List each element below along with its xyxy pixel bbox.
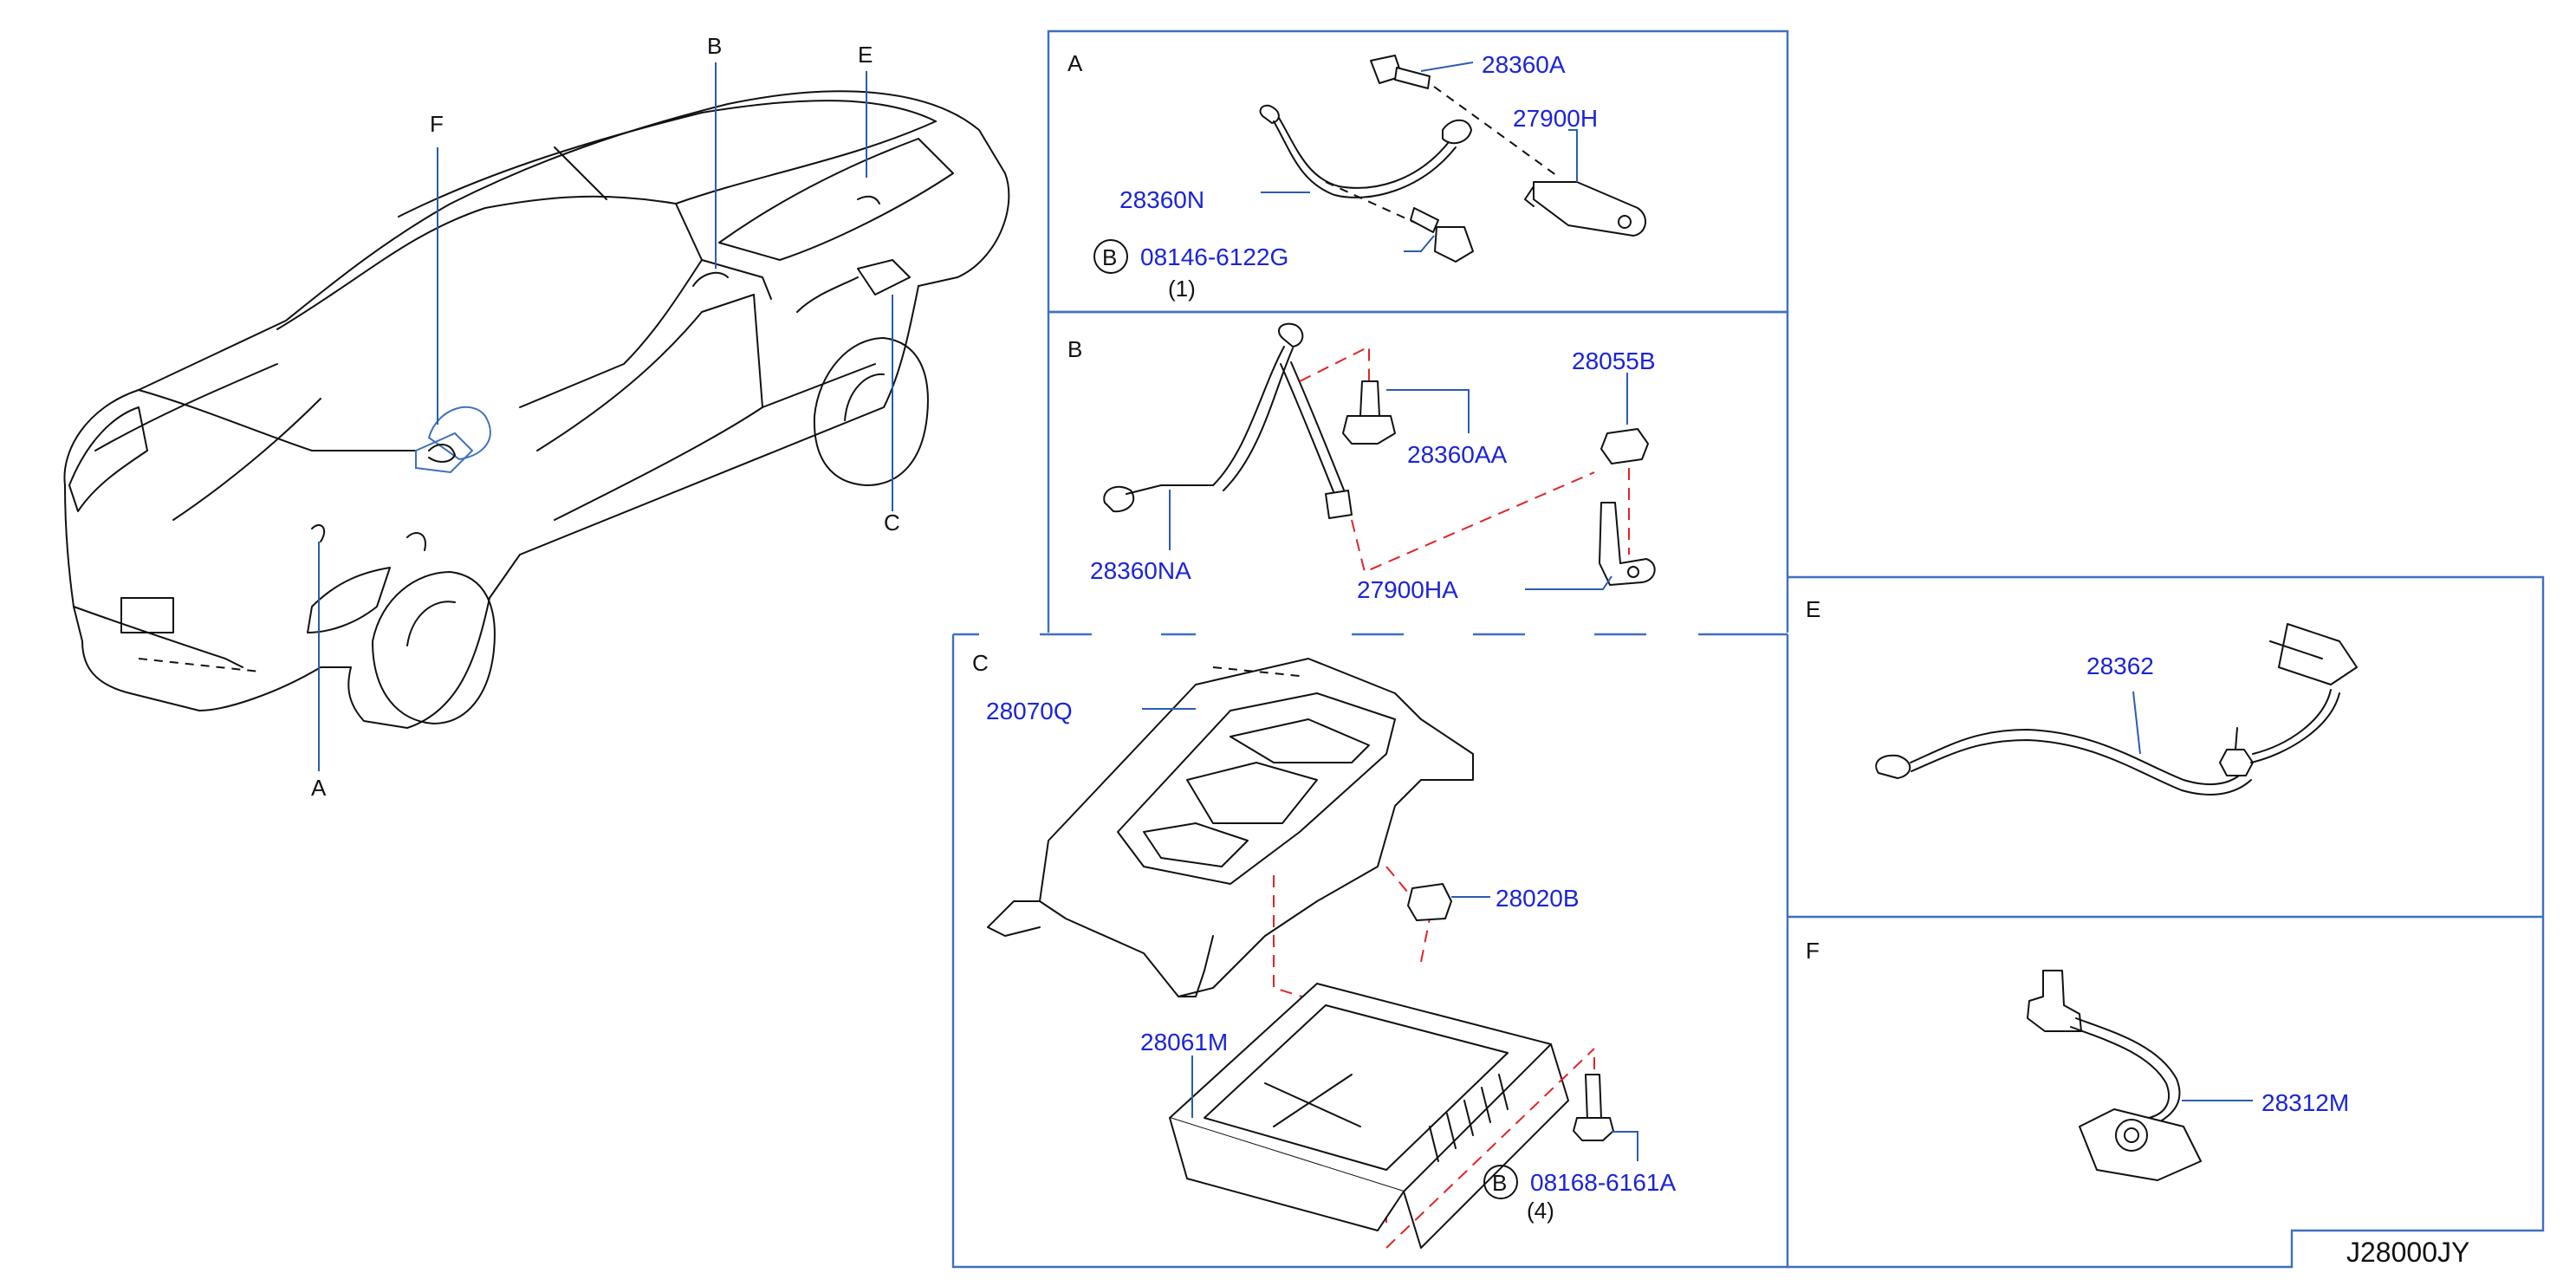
part-08146-6122G: 08146-6122G — [1140, 244, 1288, 270]
part-28312M: 28312M — [2261, 1089, 2349, 1116]
part-28360N: 28360N — [1119, 186, 1204, 213]
bolt-ref-letter-c: B — [1492, 1170, 1507, 1196]
section-e: E 28362 — [1806, 596, 2358, 796]
section-b: B 28360NA 28360AA 28055B 27900HA — [1067, 322, 1656, 603]
part-27900HA: 27900HA — [1357, 576, 1458, 603]
part-28020B: 28020B — [1496, 885, 1580, 912]
qty-section-c: (4) — [1527, 1198, 1554, 1224]
section-frames — [951, 29, 2545, 1269]
section-a-label: A — [1067, 50, 1083, 76]
bolt-ref-badge-c — [1483, 1165, 1518, 1199]
callout-E: E — [858, 42, 873, 68]
part-28362: 28362 — [2086, 653, 2154, 679]
part-08168-6161A: 08168-6161A — [1530, 1169, 1676, 1196]
callout-B: B — [707, 33, 722, 59]
callout-A: A — [311, 775, 327, 801]
section-c-label: C — [972, 650, 989, 676]
section-b-label: B — [1067, 336, 1082, 362]
part-28061M: 28061M — [1140, 1029, 1228, 1055]
bolt-ref-badge-a — [1093, 239, 1128, 274]
section-a: A 28360A 28360N 27900H B 08146-6122G (1) — [1067, 50, 1646, 302]
section-f-label: F — [1806, 938, 1820, 964]
section-e-label: E — [1806, 596, 1820, 622]
callout-F: F — [430, 111, 444, 137]
part-28360A: 28360A — [1482, 51, 1566, 78]
car-overview-illustration: F B E A C — [63, 33, 1010, 801]
qty-section-a: (1) — [1168, 276, 1196, 302]
bolt-ref-letter-a: B — [1102, 244, 1117, 270]
section-c: C 28070Q 28020B 28061M B 08168-6161 — [972, 650, 1676, 1249]
section-f: F 28312M — [1806, 938, 2349, 1181]
part-28055B: 28055B — [1572, 347, 1656, 374]
diagram-code: J28000JY — [2346, 1237, 2469, 1268]
callout-C: C — [884, 510, 900, 536]
part-28360NA: 28360NA — [1090, 557, 1191, 584]
part-27900H: 27900H — [1513, 105, 1598, 132]
part-28360AA: 28360AA — [1407, 441, 1508, 468]
part-28070Q: 28070Q — [986, 698, 1073, 724]
